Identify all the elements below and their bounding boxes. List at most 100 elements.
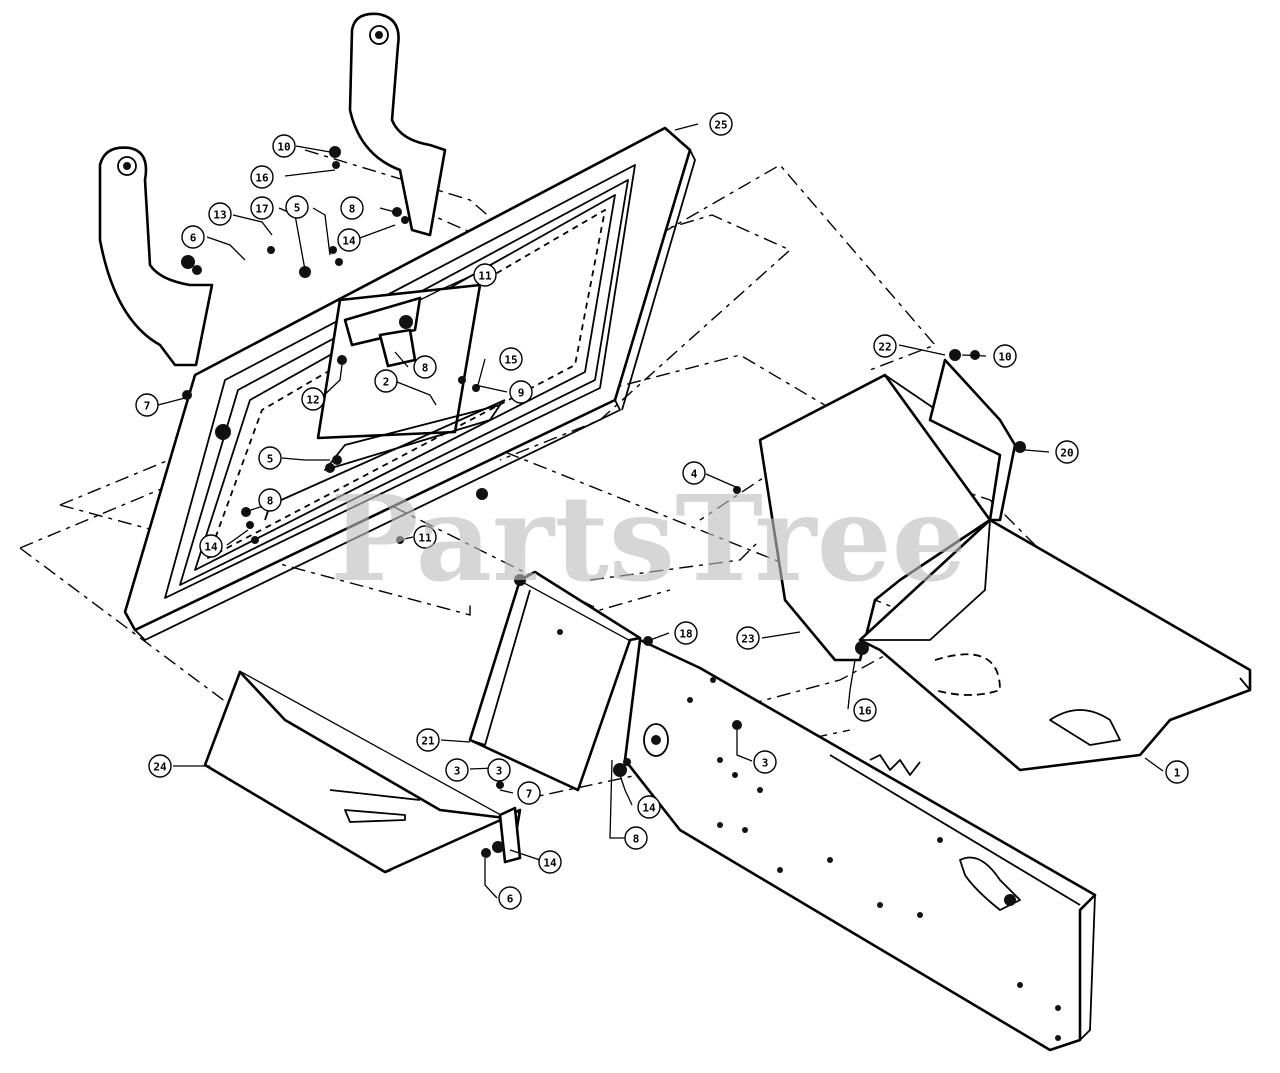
callout-circle xyxy=(258,488,282,512)
callout-circle xyxy=(624,826,648,850)
callout-8: 8 xyxy=(413,355,437,379)
callout-circle xyxy=(487,758,511,782)
callout-number: 9 xyxy=(518,387,525,400)
callout-2: 2 xyxy=(374,369,398,393)
callout-circle xyxy=(853,698,877,722)
frame-rail xyxy=(623,638,1097,1052)
callout-number: 14 xyxy=(204,541,218,554)
callout-6: 6 xyxy=(181,225,205,249)
callout-24: 24 xyxy=(148,754,172,778)
callout-circle xyxy=(340,196,364,220)
callout-circle xyxy=(709,112,733,136)
callout-circle xyxy=(413,355,437,379)
floor-pan xyxy=(855,518,1252,772)
callout-10: 10 xyxy=(993,344,1017,368)
callout-number: 2 xyxy=(383,376,390,389)
callout-22: 22 xyxy=(873,334,897,358)
callout-number: 3 xyxy=(454,765,461,778)
callout-circle xyxy=(1165,760,1189,784)
callout-number: 14 xyxy=(543,857,557,870)
callout-number: 22 xyxy=(878,341,891,354)
callout-circle xyxy=(413,525,437,549)
callout-9: 9 xyxy=(509,380,533,404)
callout-circle xyxy=(301,387,325,411)
callout-circle xyxy=(250,196,274,220)
callout-8: 8 xyxy=(340,196,364,220)
callout-number: 13 xyxy=(213,209,226,222)
callout-number: 16 xyxy=(255,172,269,185)
callout-number: 5 xyxy=(267,453,274,466)
callout-number: 10 xyxy=(277,141,290,154)
callout-3: 3 xyxy=(445,758,469,782)
callout-circle xyxy=(416,728,440,752)
callout-circle xyxy=(674,621,698,645)
callout-number: 23 xyxy=(741,633,754,646)
callout-number: 1 xyxy=(1174,767,1181,780)
callout-circle xyxy=(285,195,309,219)
callout-circle xyxy=(517,781,541,805)
callout-circle xyxy=(199,534,223,558)
callout-18: 18 xyxy=(674,621,698,645)
callout-circle xyxy=(637,795,661,819)
hinge-bracket-right xyxy=(928,349,1026,522)
callout-5: 5 xyxy=(258,446,282,470)
callout-circle xyxy=(498,886,522,910)
callout-number: 8 xyxy=(349,203,356,216)
callout-circle xyxy=(337,228,361,252)
callout-number: 6 xyxy=(507,893,514,906)
callout-number: 15 xyxy=(504,354,517,367)
callout-21: 21 xyxy=(416,728,440,752)
callout-number: 14 xyxy=(642,802,656,815)
callout-circle xyxy=(445,758,469,782)
callout-number: 4 xyxy=(691,468,698,481)
callout-3: 3 xyxy=(753,750,777,774)
callout-circle xyxy=(753,750,777,774)
lower-left-panel xyxy=(203,670,522,874)
callout-15: 15 xyxy=(499,347,523,371)
callout-13: 13 xyxy=(208,202,232,226)
callout-number: 5 xyxy=(294,202,301,215)
callout-23: 23 xyxy=(736,626,760,650)
callout-10: 10 xyxy=(272,134,296,158)
callout-number: 8 xyxy=(267,495,274,508)
callout-circle xyxy=(499,347,523,371)
callout-17: 17 xyxy=(250,196,274,220)
callout-circle xyxy=(148,754,172,778)
callout-4: 4 xyxy=(682,461,706,485)
callout-circle xyxy=(736,626,760,650)
callout-7: 7 xyxy=(517,781,541,805)
callout-3: 3 xyxy=(487,758,511,782)
callout-number: 21 xyxy=(421,735,435,748)
callout-number: 17 xyxy=(255,203,268,216)
callout-number: 25 xyxy=(714,119,727,132)
callout-11: 11 xyxy=(473,263,497,287)
callout-14: 14 xyxy=(199,534,223,558)
callout-circle xyxy=(374,369,398,393)
callout-circle xyxy=(258,446,282,470)
callout-number: 7 xyxy=(144,400,151,413)
callout-number: 8 xyxy=(422,362,429,375)
center-bracket xyxy=(468,570,642,792)
callout-number: 8 xyxy=(633,833,640,846)
callout-14: 14 xyxy=(538,850,562,874)
callout-14: 14 xyxy=(337,228,361,252)
callout-circle xyxy=(272,134,296,158)
callout-number: 14 xyxy=(342,235,356,248)
callout-14: 14 xyxy=(637,795,661,819)
callout-8: 8 xyxy=(624,826,648,850)
callout-6: 6 xyxy=(498,886,522,910)
callout-circle xyxy=(135,393,159,417)
callout-number: 10 xyxy=(998,351,1011,364)
latch-assembly xyxy=(264,283,506,521)
callout-16: 16 xyxy=(853,698,877,722)
callout-number: 6 xyxy=(190,232,197,245)
callout-circle xyxy=(473,263,497,287)
callout-circle xyxy=(208,202,232,226)
callout-circle xyxy=(538,850,562,874)
callout-number: 11 xyxy=(418,532,432,545)
support-bracket-right xyxy=(348,12,447,237)
callout-20: 20 xyxy=(1055,440,1079,464)
callout-number: 24 xyxy=(153,761,167,774)
